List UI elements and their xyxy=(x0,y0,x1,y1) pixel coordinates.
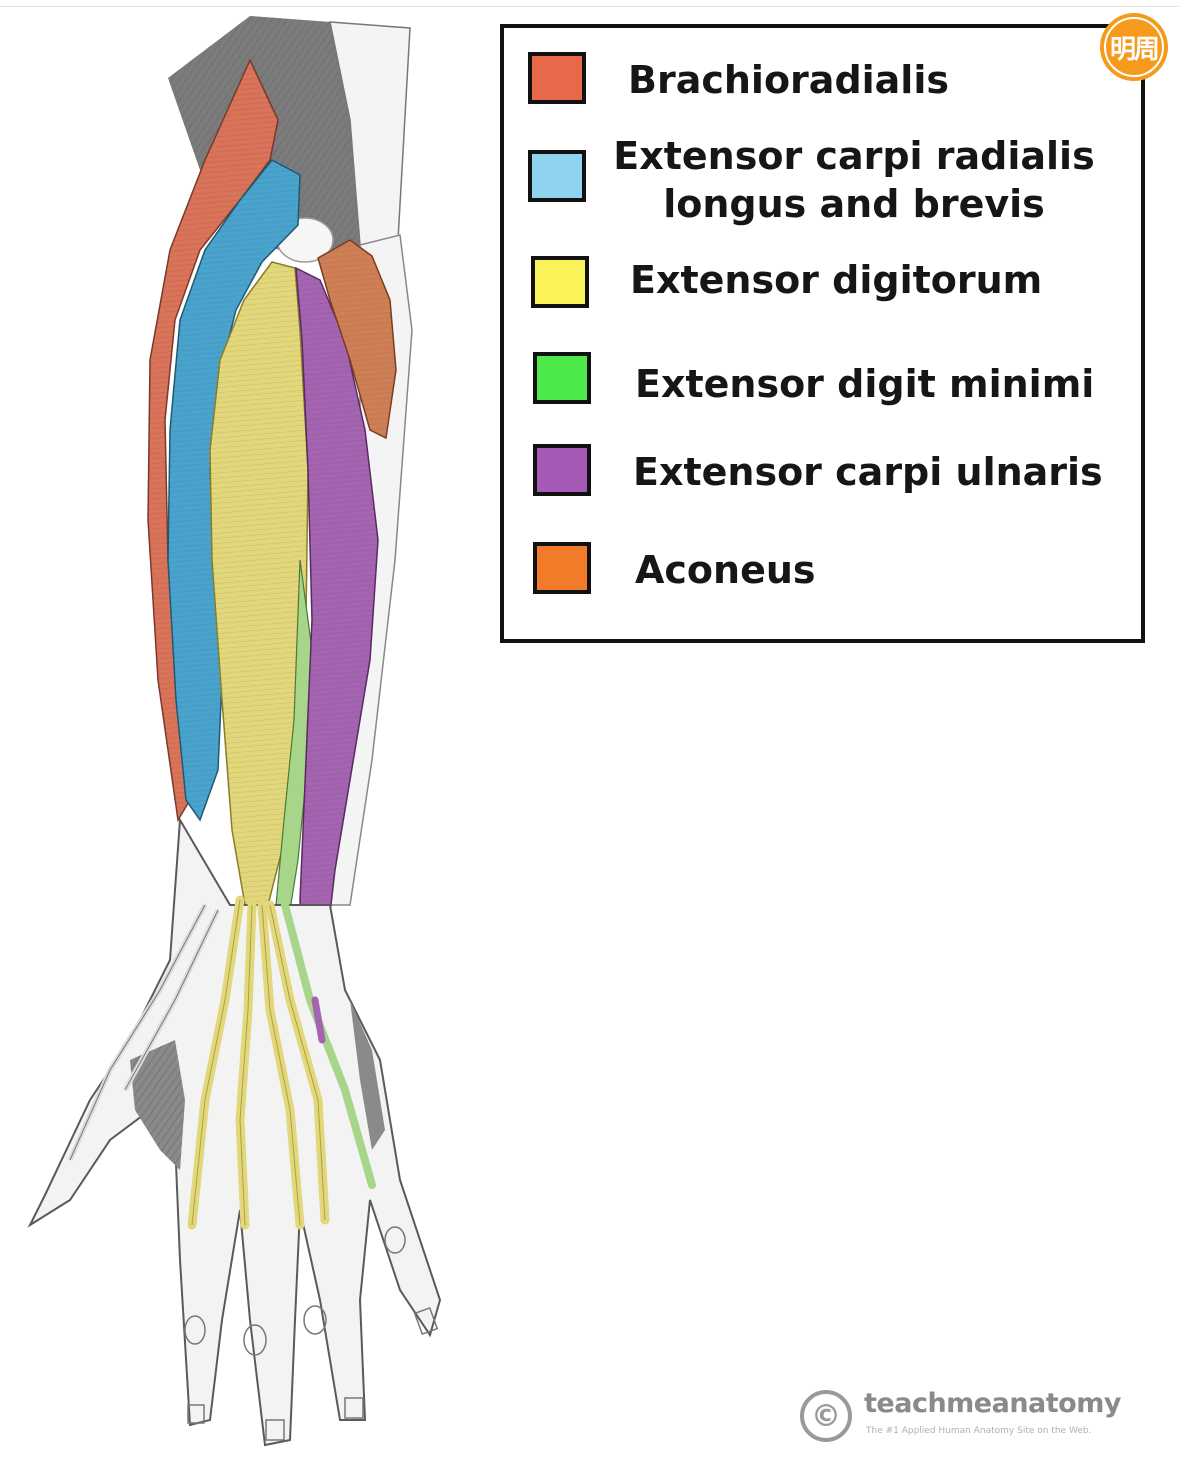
legend-swatch xyxy=(531,256,589,308)
legend-item-extensor-digitorum: Extensor digitorum xyxy=(504,252,1141,312)
hypothenar-muscles xyxy=(350,1000,385,1150)
legend-item-extensor-carpi-radialis: Extensor carpi radialis longus and brevi… xyxy=(504,130,1141,230)
legend-swatch xyxy=(528,150,586,202)
hand-outline xyxy=(27,816,442,1447)
forearm-extensor-diagram xyxy=(27,16,442,1447)
legend-label-line2: longus and brevis xyxy=(663,182,1045,226)
legend-label: Extensor digit minimi xyxy=(635,362,1095,406)
legend-item-extensor-carpi-ulnaris: Extensor carpi ulnaris xyxy=(504,444,1141,504)
legend-label: Brachioradialis xyxy=(628,58,949,102)
copyright-icon: © xyxy=(800,1390,852,1442)
legend-item-extensor-digit-minimi: Extensor digit minimi xyxy=(504,350,1141,410)
watermark: © teachmeanatomy The #1 Applied Human An… xyxy=(800,1386,1160,1456)
legend-item-brachioradialis: Brachioradialis xyxy=(504,50,1141,110)
legend-swatch xyxy=(533,352,591,404)
legend-swatch xyxy=(528,52,586,104)
watermark-name: teachmeanatomy xyxy=(864,1388,1121,1419)
finger-joints xyxy=(184,1226,439,1441)
legend-swatch xyxy=(533,444,591,496)
extensor-carpi-ulnaris-tendon xyxy=(311,996,326,1044)
extensor-digiti-minimi-tendon xyxy=(281,901,376,1189)
badge-text: 明周 xyxy=(1109,34,1160,65)
publisher-badge: 明周 xyxy=(1100,13,1168,81)
legend-label: Extensor carpi ulnaris xyxy=(633,450,1103,494)
legend-box: Brachioradialis Extensor carpi radialis … xyxy=(500,24,1145,643)
legend-swatch xyxy=(533,542,591,594)
legend-label: Aconeus xyxy=(635,548,816,592)
top-divider xyxy=(0,6,1179,7)
legend-item-aconeus: Aconeus xyxy=(504,540,1141,600)
legend-label: Extensor digitorum xyxy=(630,258,1043,302)
legend-label-line1: Extensor carpi radialis xyxy=(613,134,1095,178)
watermark-tagline: The #1 Applied Human Anatomy Site on the… xyxy=(866,1426,1092,1436)
